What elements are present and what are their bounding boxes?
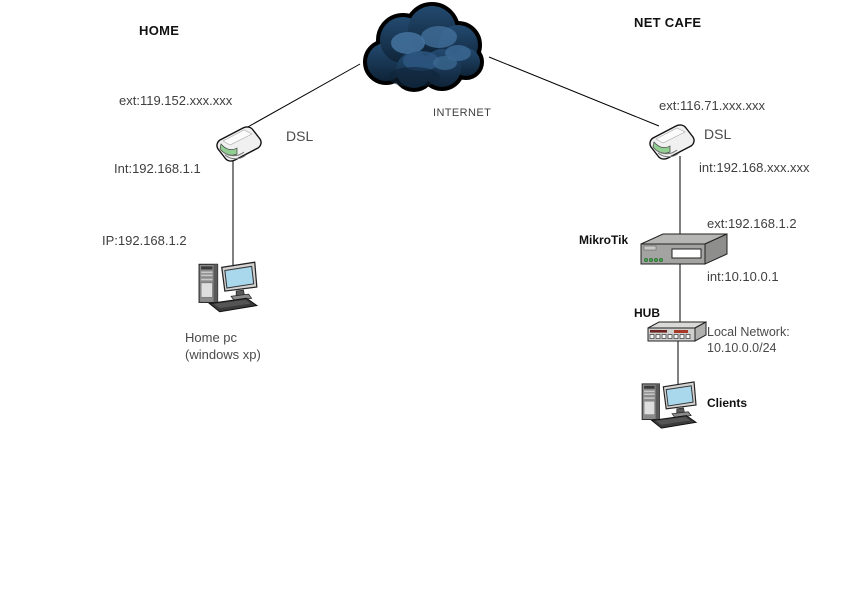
local-network-line1: Local Network:	[707, 325, 790, 339]
pc-tower	[198, 263, 219, 303]
link-cloud-cafe-dsl	[488, 56, 660, 127]
local-network-caption: Local Network: 10.10.0.0/24	[707, 324, 790, 356]
router-led-lights	[643, 257, 664, 263]
home-dsl-modem-icon	[216, 126, 262, 162]
hub-ports	[649, 334, 691, 339]
cafe-dsl-int-ip-label: int:192.168.xxx.xxx	[699, 160, 810, 175]
cafe-dsl-modem-icon	[649, 124, 695, 160]
home-dsl-label: DSL	[286, 128, 314, 144]
clients-pc-icon	[641, 381, 698, 429]
home-pc-name-label: Home pc	[185, 330, 238, 345]
internet-cloud-icon	[363, 2, 484, 92]
home-section-label: HOME	[139, 23, 180, 38]
home-pc-os-label: (windows xp)	[185, 347, 261, 362]
home-pc-ip-label: IP:192.168.1.2	[102, 233, 187, 248]
cafe-dsl-ext-ip-label: ext:116.71.xxx.xxx	[659, 98, 765, 113]
home-dsl-int-ip-label: Int:192.168.1.1	[114, 161, 201, 176]
home-dsl-ext-ip-label: ext:119.152.xxx.xxx	[119, 93, 233, 108]
mikrotik-ext-ip-label: ext:192.168.1.2	[707, 216, 797, 231]
cloud-highlight-puffs	[388, 26, 471, 87]
local-network-line2: 10.10.0.0/24	[707, 341, 777, 355]
home-pc-caption: Home pc (windows xp)	[185, 329, 261, 363]
cafe-dsl-label: DSL	[704, 126, 732, 142]
pc-keyboard	[650, 415, 698, 429]
mikrotik-int-ip-label: int:10.10.0.1	[707, 269, 779, 284]
clients-label: Clients	[707, 396, 748, 410]
home-pc-icon	[198, 261, 259, 313]
pc-monitor	[221, 261, 258, 301]
pc-keyboard	[208, 297, 259, 313]
netcafe-section-label: NET CAFE	[634, 15, 702, 30]
link-cloud-home-dsl	[245, 63, 361, 129]
hub-label: HUB	[634, 306, 660, 320]
pc-tower	[641, 383, 660, 420]
mikrotik-label: MikroTik	[579, 233, 629, 247]
hub-icon	[647, 321, 707, 342]
mikrotik-router-icon	[640, 233, 728, 265]
pc-monitor	[662, 381, 697, 418]
internet-label: INTERNET	[433, 107, 492, 119]
